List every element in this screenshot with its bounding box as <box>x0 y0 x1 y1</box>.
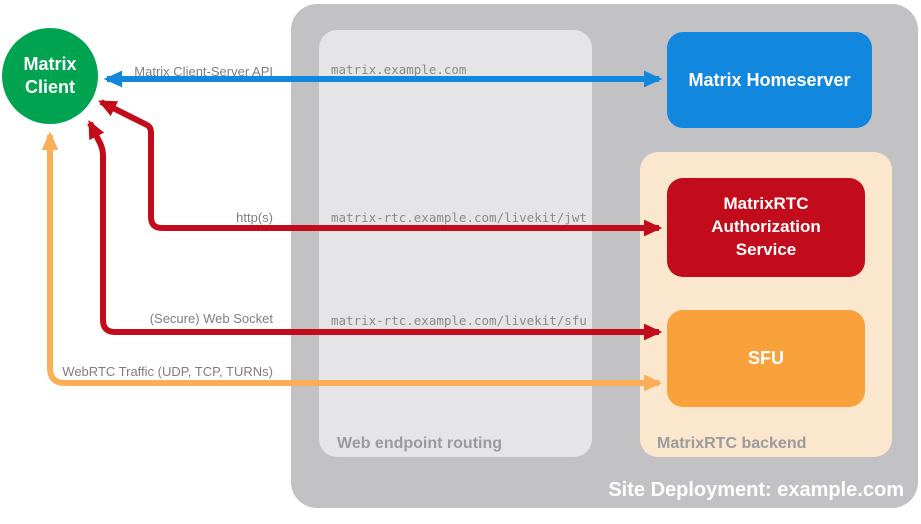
matrix-homeserver-label: Matrix Homeserver <box>688 69 851 90</box>
edge-websocket-label: (Secure) Web Socket <box>149 311 273 326</box>
matrixrtc-authorization-service-label: MatrixRTC Authorization Service <box>711 194 821 259</box>
web-endpoint-routing-label: Web endpoint routing <box>337 435 503 452</box>
matrix-client-node: Matrix Client <box>2 28 98 124</box>
matrix-homeserver-node: Matrix Homeserver <box>667 32 872 128</box>
endpoint-matrix-example-com: matrix.example.com <box>331 62 467 77</box>
sfu-node: SFU <box>667 310 865 407</box>
edge-webrtc-line <box>41 131 663 392</box>
matrix-client-label: Matrix Client <box>23 53 77 97</box>
sfu-label: SFU <box>748 348 784 368</box>
edge-https-label: http(s) <box>236 210 273 225</box>
site-deployment-label: Site Deployment: example.com <box>608 479 904 501</box>
matrixrtc-backend-label: MatrixRTC backend <box>657 435 807 452</box>
endpoint-livekit-sfu: matrix-rtc.example.com/livekit/sfu <box>331 313 587 328</box>
endpoint-livekit-jwt: matrix-rtc.example.com/livekit/jwt <box>331 210 587 225</box>
edge-webrtc-label: WebRTC Traffic (UDP, TCP, TURNs) <box>62 364 273 379</box>
edge-client-server-api-label: Matrix Client-Server API <box>134 64 273 79</box>
matrixrtc-authorization-service-node: MatrixRTC Authorization Service <box>667 178 865 277</box>
